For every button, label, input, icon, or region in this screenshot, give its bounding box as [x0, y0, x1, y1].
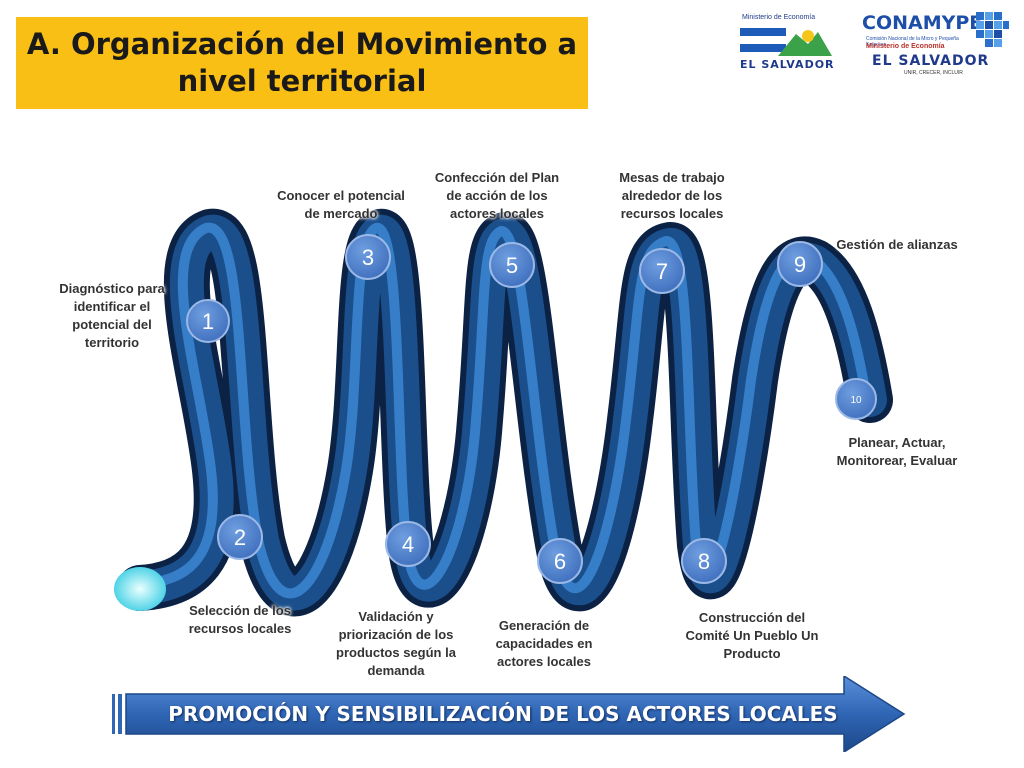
step-label-9: Gestión de alianzas: [836, 237, 958, 252]
step-badge-4: [385, 521, 431, 567]
step-label-6: Generación de capacidades en actores loc…: [495, 618, 593, 669]
step-badge-8: [681, 538, 727, 584]
conamype-logo: CONAMYPE Comisión Nacional de la Micro y…: [860, 10, 1012, 76]
step-number-5: 5: [506, 253, 518, 278]
step-number-2: 2: [234, 525, 246, 550]
step-label-10: Planear, Actuar, Monitorear, Evaluar: [836, 435, 958, 468]
conamype-ministry: Ministerio de Economía: [866, 43, 945, 50]
spring-end-cap: [114, 567, 166, 611]
conamype-subtitle: Comisión Nacional de la Micro y Pequeña …: [866, 36, 959, 48]
conamype-brand: CONAMYPE: [862, 12, 983, 34]
step-badge-2: [217, 514, 263, 560]
step-number-10: 10: [850, 395, 862, 406]
banner-text: PROMOCIÓN Y SENSIBILIZACIÓN DE LOS ACTOR…: [168, 702, 838, 726]
step-label-4: Validación y priorización de los product…: [336, 609, 456, 678]
step-badge-1: [186, 299, 230, 343]
title-line-1: A. Organización del Movimiento a: [26, 27, 578, 61]
step-label-7: Mesas de trabajo alrededor de los recurs…: [619, 170, 725, 221]
step-badge-5: [489, 242, 535, 288]
step-number-7: 7: [656, 259, 668, 284]
title-line-2: nivel territorial: [177, 64, 427, 98]
step-badge-6: [537, 538, 583, 584]
step-label-1: Diagnóstico para identificar el potencia…: [59, 281, 165, 350]
step-badge-9: [777, 241, 823, 287]
ministry-logo-text: Ministerio de Economía: [742, 14, 816, 21]
step-number-4: 4: [402, 532, 414, 557]
step-number-9: 9: [794, 252, 806, 277]
flag-emblem-icon: [740, 28, 832, 56]
step-badge-10: [835, 378, 877, 420]
step-number-1: 1: [202, 309, 214, 334]
step-number-3: 3: [362, 245, 374, 270]
conamype-country: EL SALVADOR: [872, 53, 990, 69]
ministry-logo-country: EL SALVADOR: [740, 58, 835, 71]
step-label-8: Construcción del Comité Un Pueblo Un Pro…: [685, 610, 819, 661]
step-badge-3: [345, 234, 391, 280]
step-label-3: Conocer el potencial de mercado: [277, 188, 405, 221]
step-number-6: 6: [554, 549, 566, 574]
step-label-5: Confección del Plan de acción de los act…: [434, 170, 560, 221]
step-badge-7: [639, 248, 685, 294]
title-box: A. Organización del Movimiento a nivel t…: [16, 17, 588, 109]
banner-arrow: [112, 676, 906, 752]
step-badges: 1 2 3 4 5 6 7 8 9 10: [186, 234, 877, 584]
step-label-2: Selección de los recursos locales: [188, 603, 292, 636]
pixel-grid-icon: [976, 12, 1009, 47]
conamype-tagline: UNIR, CRECER, INCLUIR: [904, 70, 963, 76]
ministry-logo: Ministerio de Economía EL SALVADOR: [738, 12, 836, 76]
step-number-8: 8: [698, 549, 710, 574]
